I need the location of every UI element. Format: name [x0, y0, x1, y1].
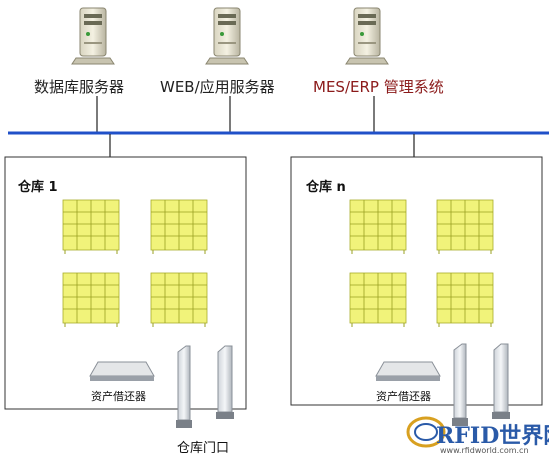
watermark-brand: RFID世界网 — [436, 423, 549, 449]
server-icon — [205, 7, 249, 65]
warehouse-title: 仓库 n — [306, 180, 346, 195]
server-label-database: 数据库服务器 — [34, 78, 125, 96]
rfid-world-logo-icon — [406, 416, 446, 448]
server-label-web-app: WEB/应用服务器 — [160, 78, 275, 96]
shelf-icon — [349, 199, 407, 255]
shelf-icon — [436, 199, 494, 255]
watermark-url: www.rfidworld.com.cn — [440, 446, 529, 455]
shelf-icon — [62, 199, 120, 255]
rfid-gate-icon — [176, 345, 234, 428]
shelf-icon — [436, 272, 494, 328]
device-label: 资产借还器 — [376, 390, 431, 403]
shelf-icon — [150, 272, 208, 328]
warehouse-title: 仓库 1 — [18, 180, 58, 195]
rfid-reader-icon — [375, 361, 441, 382]
shelf-icon — [62, 272, 120, 328]
shelf-icon — [349, 272, 407, 328]
server-label-mes-erp: MES/ERP 管理系统 — [313, 78, 444, 96]
rfid-gate-icon — [452, 343, 510, 426]
rfid-reader-icon — [89, 361, 155, 382]
server-icon — [71, 7, 115, 65]
server-icon — [345, 7, 389, 65]
door-label: 仓库门口 — [177, 441, 230, 456]
device-label: 资产借还器 — [91, 390, 146, 403]
shelf-icon — [150, 199, 208, 255]
